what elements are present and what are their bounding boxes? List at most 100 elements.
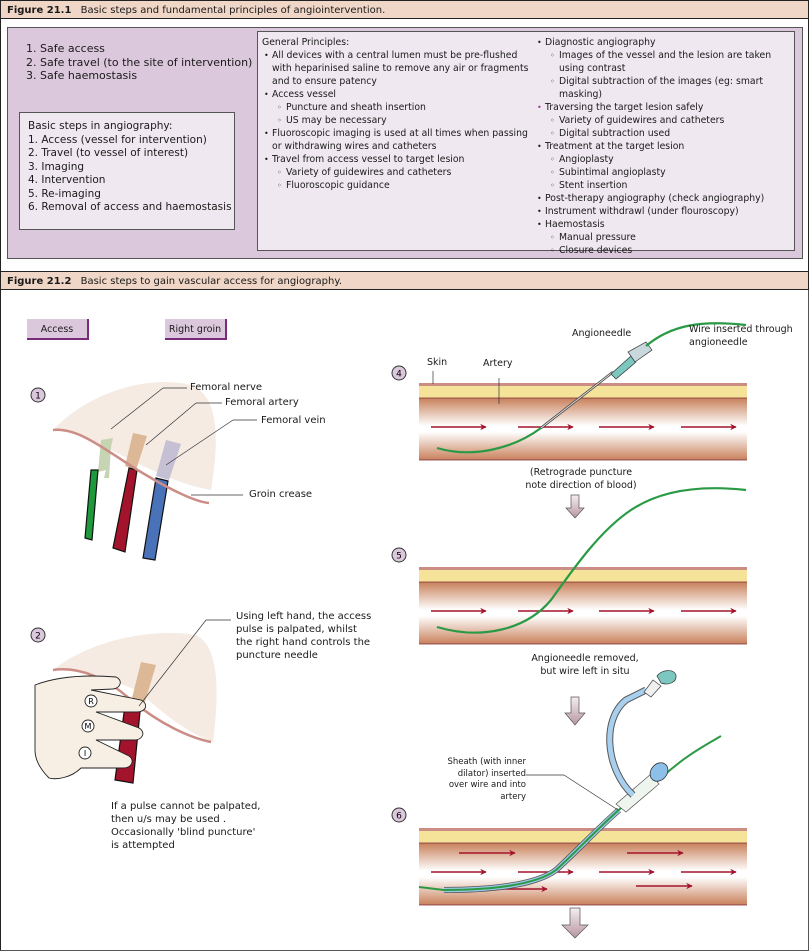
step6-sheath-insertion: 6 (391, 670, 747, 939)
principle-item: Travel from access vessel to target lesi… (262, 153, 530, 166)
guidewire-external (645, 322, 747, 347)
figure-21-2: 1 2 (0, 290, 809, 951)
principles-right-column: Diagnostic angiography Images of the ves… (535, 36, 793, 257)
step-number: 2 (35, 632, 41, 642)
step-badge-6 (391, 807, 407, 823)
principle-subitem: Subintimal angioplasty (535, 166, 793, 179)
finger-badge-index (78, 746, 92, 760)
subcutaneous-fat (419, 831, 747, 843)
femoral-vein-under-skin (156, 440, 181, 480)
label-angioneedle: Angioneedle (572, 328, 632, 339)
finger-label: R (88, 697, 94, 706)
figure-caption: Basic steps to gain vascular access for … (80, 276, 342, 287)
principle-item: Treatment at the target lesion (535, 140, 793, 153)
figure-21-1: 1. Safe access 2. Safe travel (to the si… (0, 19, 809, 271)
artery-lumen (419, 582, 747, 644)
principle-item: Instrument withdrawl (under flouroscopy) (535, 205, 793, 218)
general-principles-title: General Principles: (262, 37, 350, 48)
principle-subitem: Puncture and sheath insertion (262, 101, 530, 114)
figure-number: Figure 21.1 (7, 5, 72, 16)
basic-step-item: 1. Access (vessel for intervention) (28, 133, 207, 146)
step-number: 4 (396, 370, 402, 380)
basic-steps-title: Basic steps in angiography: (28, 120, 173, 132)
subcutaneous-fat (419, 570, 747, 582)
principle-subitem: Angioplasty (535, 153, 793, 166)
step-number: 6 (396, 812, 402, 822)
femoral-vein (142, 477, 169, 561)
sheath-hub (615, 773, 660, 813)
label-femoral-vein: Femoral vein (261, 415, 326, 426)
finger-label: I (84, 749, 86, 758)
principle-subitem: Manual pressure (535, 231, 793, 244)
label-femoral-nerve: Femoral nerve (190, 382, 263, 393)
basic-step-item: 3. Imaging (28, 160, 85, 173)
side-arm-tubing (607, 687, 648, 797)
skin-surface (419, 567, 747, 570)
step2-palpation: 2 R M I (30, 619, 231, 784)
principle-item-highlighted: Traversing the target lesion safely (535, 101, 793, 114)
label-skin: Skin (427, 357, 448, 368)
step-badge-5 (391, 547, 407, 563)
femoral-artery-under-skin (132, 662, 156, 702)
sequence-arrow-down (564, 696, 586, 726)
angiointervention-panel: 1. Safe access 2. Safe travel (to the si… (7, 27, 803, 259)
basic-step-item: 5. Re-imaging (28, 187, 101, 200)
principle-subitem: Closure devices (535, 244, 793, 257)
principle-item: Diagnostic angiography (535, 36, 793, 49)
three-way-tap (656, 670, 677, 685)
principle-subitem: US may be necessary (262, 114, 530, 127)
artery-lumen (419, 398, 747, 460)
aim-item: 2. Safe travel (to the site of intervent… (26, 55, 253, 69)
femoral-nerve (84, 469, 99, 541)
step-badge-4 (391, 365, 407, 381)
finger-badge-ring (84, 694, 98, 708)
retrograde-puncture-note: (Retrograde puncture note direction of b… (525, 467, 637, 491)
principle-subitem: Digital subtraction of the images (eg: s… (535, 75, 793, 101)
principle-subitem: Stent insertion (535, 179, 793, 192)
label-femoral-artery: Femoral artery (225, 397, 299, 408)
needle-removed-note: Angioneedle removed, but wire left in si… (531, 653, 639, 677)
step5-wire-in-situ: 5 (391, 487, 747, 726)
haemostatic-valve (649, 762, 669, 782)
step1-groin-anatomy: 1 (30, 382, 257, 561)
skin-surface (419, 828, 747, 831)
basic-step-item: 2. Travel (to vessel of interest) (28, 147, 189, 159)
sequence-arrow-down (561, 907, 589, 939)
figure-number: Figure 21.2 (7, 276, 72, 287)
ultrasound-note: If a pulse cannot be palpated, then u/s … (111, 801, 261, 851)
principle-subitem: Variety of guidewires and catheters (535, 114, 793, 127)
right-groin-tag: Right groin (165, 319, 227, 340)
step-badge-2 (30, 627, 46, 643)
principle-item: Access vessel (262, 88, 530, 101)
step4-needle-puncture: 4 (391, 322, 747, 519)
femoral-artery-under-skin (125, 433, 147, 470)
principles-left-column: General Principles: All devices with a c… (262, 36, 530, 192)
guidewire (436, 487, 747, 634)
aim-item: 3. Safe haemostasis (26, 69, 138, 82)
general-principles-box: General Principles: All devices with a c… (257, 31, 795, 256)
label-groin-crease: Groin crease (249, 489, 313, 500)
figure-21-1-header: Figure 21.1 Basic steps and fundamental … (0, 0, 809, 19)
figure-caption: Basic steps and fundamental principles o… (80, 5, 386, 16)
step-number: 1 (35, 392, 41, 402)
step-number: 5 (396, 552, 402, 562)
principle-subitem: Variety of guidewires and catheters (262, 166, 530, 179)
aim-item: 1. Safe access (26, 42, 105, 55)
vascular-access-illustration: 1 2 (30, 322, 747, 939)
angioneedle-hub (610, 355, 637, 380)
principle-subitem: Digital subtraction used (535, 127, 793, 140)
sequence-arrow-down (565, 494, 585, 519)
safety-aims-list: 1. Safe access 2. Safe travel (to the si… (26, 42, 252, 83)
palpation-note: Using left hand, the access pulse is pal… (236, 611, 372, 661)
access-tag: Access (27, 319, 89, 340)
principle-subitem: Fluoroscopic guidance (262, 179, 530, 192)
guidewire (436, 427, 542, 454)
label-artery: Artery (483, 358, 513, 369)
basic-step-item: 6. Removal of access and haemostasis (28, 201, 232, 213)
guidewire (418, 735, 722, 892)
finger-label: M (85, 722, 92, 731)
principle-subitem: Images of the vessel and the lesion are … (535, 49, 793, 75)
sheath-insertion-note: Sheath (with inner dilator) inserted ove… (447, 757, 526, 802)
principle-item: Haemostasis (535, 218, 793, 231)
skin-surface (419, 383, 747, 386)
